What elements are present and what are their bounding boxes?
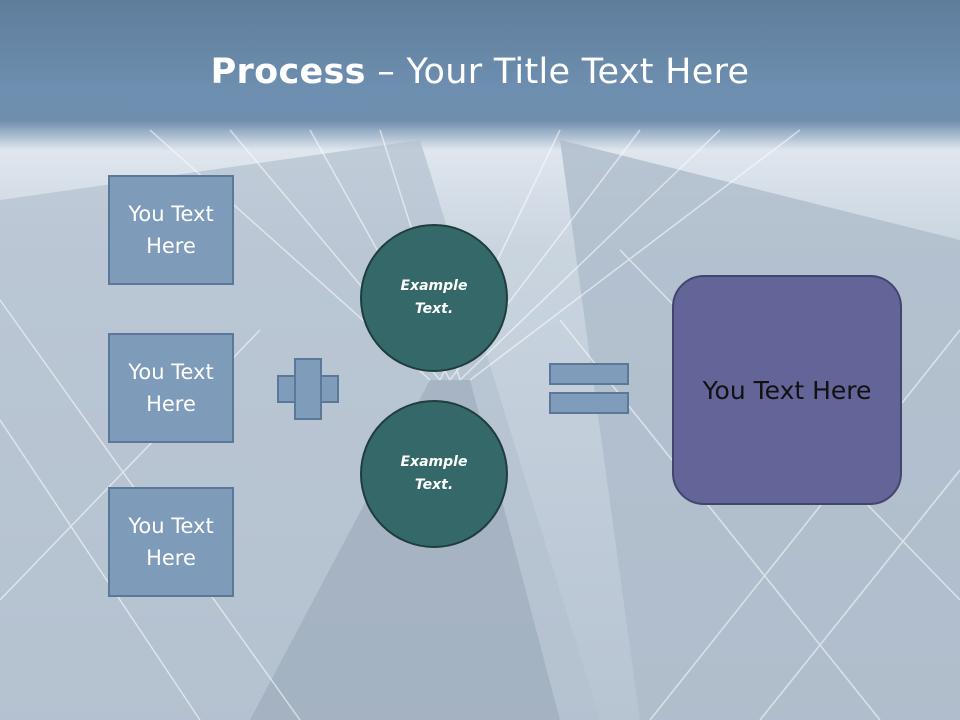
text-box-label: You Text Here [128,202,214,258]
title-band [0,0,960,130]
circle-label: Example Text. [400,278,468,317]
text-box-1: You Text Here [108,175,234,285]
text-box-label: You Text Here [128,514,214,570]
title-bold: Process [210,52,366,92]
circle-label: Example Text. [400,454,468,493]
example-circle-2: Example Text. [360,400,508,548]
result-box: You Text Here [672,275,902,505]
title-rest: – Your Title Text Here [365,52,750,92]
page-title: Process – Your Title Text Here [0,52,960,92]
text-box-2: You Text Here [108,333,234,443]
text-box-label: You Text Here [128,360,214,416]
text-box-3: You Text Here [108,487,234,597]
result-label: You Text Here [702,375,872,405]
example-circle-1: Example Text. [360,224,508,372]
